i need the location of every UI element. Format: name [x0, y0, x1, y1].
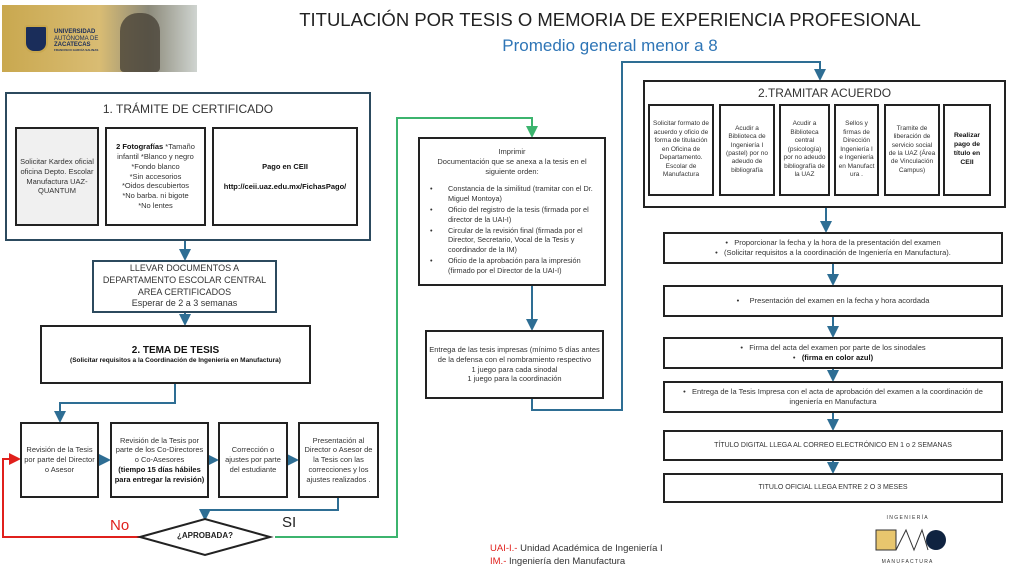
logo-text: ZACATECAS	[54, 42, 91, 49]
tema-subtitle: (Solicitar requisitos a la Coordinación …	[70, 356, 281, 364]
photo-req: *Fondo blanco	[131, 161, 180, 171]
section-title: 1. TRÁMITE DE CERTIFICADO	[102, 102, 274, 116]
entrega-tesis-box: Entrega de las tesis impresas (mínimo 5 …	[425, 330, 604, 399]
entrega-line: Entrega de las tesis impresas (mínimo 5 …	[429, 345, 600, 364]
imprimir-intro: Documentación que se anexa a la tesis en…	[437, 156, 587, 176]
revision-deadline: (tiempo 15 días hábiles para entregar la…	[114, 464, 205, 484]
step-text: Presentación del examen en la fecha y ho…	[749, 296, 930, 306]
revision-text: Revisión de la Tesis por parte de los Co…	[115, 435, 204, 465]
step-text: Entrega de la Tesis Impresa con el acta …	[692, 387, 983, 406]
step-text: Firma del acta del examen por parte de l…	[749, 343, 926, 353]
fecha-box: • Proporcionar la fecha y la hora de la …	[663, 232, 1003, 264]
photos-label: 2 Fotografías	[116, 142, 164, 152]
tema-title: 2. TEMA DE TESIS	[131, 344, 220, 356]
pago-box: Pago en CEII http://ceii.uaz.edu.mx/Fich…	[212, 127, 358, 226]
revision-codirectores-box: Revisión de la Tesis por parte de los Co…	[110, 422, 209, 498]
acuerdo-step: Solicitar formato de acuerdo y oficio de…	[648, 104, 714, 196]
photo-req: *No barba. ni bigote	[122, 191, 189, 201]
acuerdo-step: Realizar pago de título en CEII	[943, 104, 991, 196]
logo-text: AUTÓNOMA DE	[54, 35, 99, 42]
fecha-line: • Proporcionar la fecha y la hora de la …	[725, 238, 941, 248]
acuerdo-step: Acudir a Biblioteca de Ingeniería I (pas…	[719, 104, 775, 196]
llevar-line: Esperar de 2 a 3 semanas	[131, 298, 238, 309]
photos-box: 2 Fotografías *Tamaño infantil *Blanco y…	[105, 127, 206, 226]
legend: UAI-I.- Unidad Académica de Ingeniería I…	[490, 543, 663, 569]
llevar-line: LLEVAR DOCUMENTOS A	[129, 263, 240, 274]
presentacion-examen-box: • Presentación del examen en la fecha y …	[663, 285, 1003, 317]
photo-req: *Oidos descubiertos	[121, 181, 190, 191]
photo-req: *No lentes	[138, 200, 173, 210]
entrega-acta-box: • Entrega de la Tesis Impresa con el act…	[663, 381, 1003, 413]
list-item: Circular de la revisión final (firmada p…	[422, 226, 602, 256]
list-item: Oficio del registro de la tesis (firmada…	[422, 205, 602, 225]
list-item: Constancia de la similitud (tramitar con…	[422, 184, 602, 204]
logo-text: FRANCISCO GARCÍA SALINAS	[54, 47, 99, 52]
revision-director-box: Revisión de la Tesis por parte del Direc…	[20, 422, 99, 498]
logo-mark	[875, 528, 946, 552]
statue-image	[120, 13, 160, 72]
legend-abbr: UAI-I.-	[490, 543, 518, 554]
manufactura-logo: I N G E N I E R Í A M A N U F A C T U R …	[862, 515, 952, 567]
pago-title: Pago en CEII	[262, 161, 308, 171]
logo-text: I N G E N I E R Í A	[886, 515, 928, 521]
section-title: 2.TRAMITAR ACUERDO	[757, 86, 892, 100]
acuerdo-step: Sellos y firmas de Dirección Ingeniería …	[834, 104, 879, 196]
shield-icon	[24, 25, 48, 53]
decision-yes: SI	[282, 514, 297, 531]
logo-text: M A N U F A C T U R A	[881, 559, 933, 565]
correccion-box: Corrección o ajustes por parte del estud…	[218, 422, 288, 498]
llevar-box: LLEVAR DOCUMENTOS A DEPARTAMENTO ESCOLAR…	[92, 260, 277, 313]
legend-abbr: IM.-	[490, 555, 507, 567]
photo-req: *Tamaño infantil *Blanco y negro	[117, 142, 195, 162]
kardex-box: Solicitar Kardex oficial oficina Depto. …	[15, 127, 99, 226]
decision-label: ¿APROBADA?	[177, 531, 233, 540]
uaz-logo: UNIVERSIDAD AUTÓNOMA DE ZACATECAS FRANCI…	[2, 5, 197, 72]
acuerdo-step: Tramite de liberación de servicio social…	[884, 104, 940, 196]
photo-req: *Sin accesorios	[129, 171, 182, 181]
documents-list: Constancia de la similitud (tramitar con…	[422, 184, 602, 277]
imprimir-title: Imprimir	[498, 147, 526, 156]
legend-text: Ingeniería den Manufactura	[506, 555, 626, 567]
llevar-line: AREA CERTIFICADOS	[137, 286, 232, 297]
titulo-oficial-box: TITULO OFICIAL LLEGA ENTRE 2 O 3 MESES	[663, 473, 1003, 503]
logo-text: UNIVERSIDAD	[54, 29, 96, 35]
entrega-line: 1 juego para la coordinación	[467, 374, 562, 384]
page-subtitle: Promedio general menor a 8	[502, 36, 718, 55]
page-title: TITULACIÓN POR TESIS O MEMORIA DE EXPERI…	[299, 9, 921, 30]
acuerdo-step: Acudir a Biblioteca central (psicología)…	[779, 104, 830, 196]
imprimir-box: Imprimir Documentación que se anexa a la…	[418, 137, 606, 286]
decision-diamond	[136, 517, 274, 557]
presentacion-director-box: Presentación al Director o Asesor de la …	[298, 422, 379, 498]
decision-no: No	[110, 517, 130, 534]
llevar-line: DEPARTAMENTO ESCOLAR CENTRAL	[102, 274, 267, 285]
titulo-digital-box: TÍTULO DIGITAL LLEGA AL CORREO ELECTRÓNI…	[663, 430, 1003, 461]
legend-text: Unidad Académica de Ingeniería I	[517, 543, 663, 554]
firma-box: • Firma del acta del examen por parte de…	[663, 337, 1003, 369]
entrega-line: 1 juego para cada sinodal	[471, 364, 558, 374]
tema-box: 2. TEMA DE TESIS (Solicitar requisitos a…	[40, 325, 311, 384]
fecha-line: • (Solicitar requisitos a la coordinació…	[715, 248, 951, 257]
pago-link[interactable]: http://ceii.uaz.edu.mx/FichasPago/	[223, 181, 347, 191]
list-item: Oficio de la aprobación para la impresió…	[422, 256, 602, 276]
step-text: (firma en color azul)	[801, 353, 874, 362]
